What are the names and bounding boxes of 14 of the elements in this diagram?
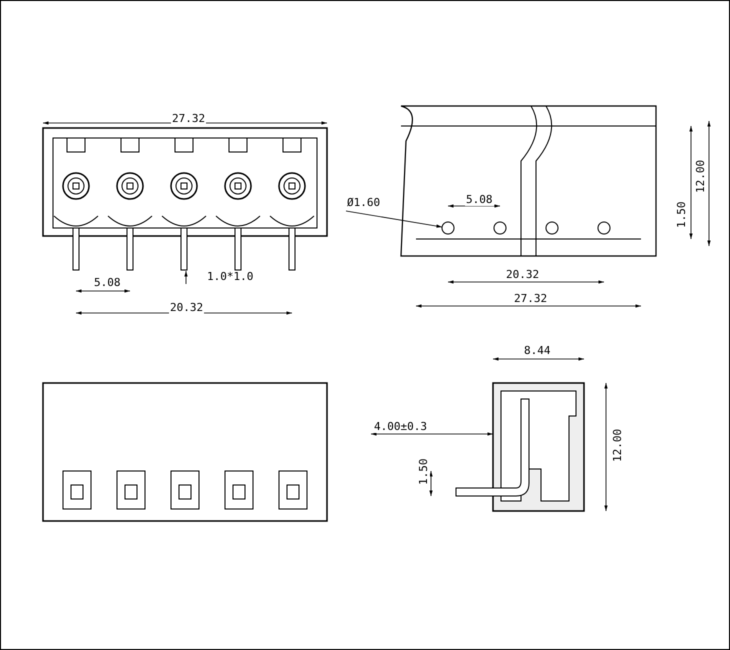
dimension-label: 20.32 — [169, 302, 204, 314]
dimension-label: 8.44 — [523, 345, 552, 357]
dimension-label: 1.50 — [418, 458, 430, 486]
dimension-label: 5.08 — [465, 194, 494, 206]
dimension-label: 27.32 — [513, 293, 548, 305]
dimension-label: Ø1.60 — [346, 197, 382, 209]
dimension-label: 1.0*1.0 — [206, 271, 254, 283]
dimension-label: 1.50 — [676, 200, 688, 229]
dimension-label: 12.00 — [612, 428, 624, 463]
dimension-label: 27.32 — [171, 113, 206, 125]
dimension-label: 5.08 — [93, 277, 122, 289]
dimension-label: 20.32 — [505, 269, 540, 281]
dimension-label: 4.00±0.3 — [373, 421, 428, 433]
dimension-label: 12.00 — [695, 158, 707, 194]
